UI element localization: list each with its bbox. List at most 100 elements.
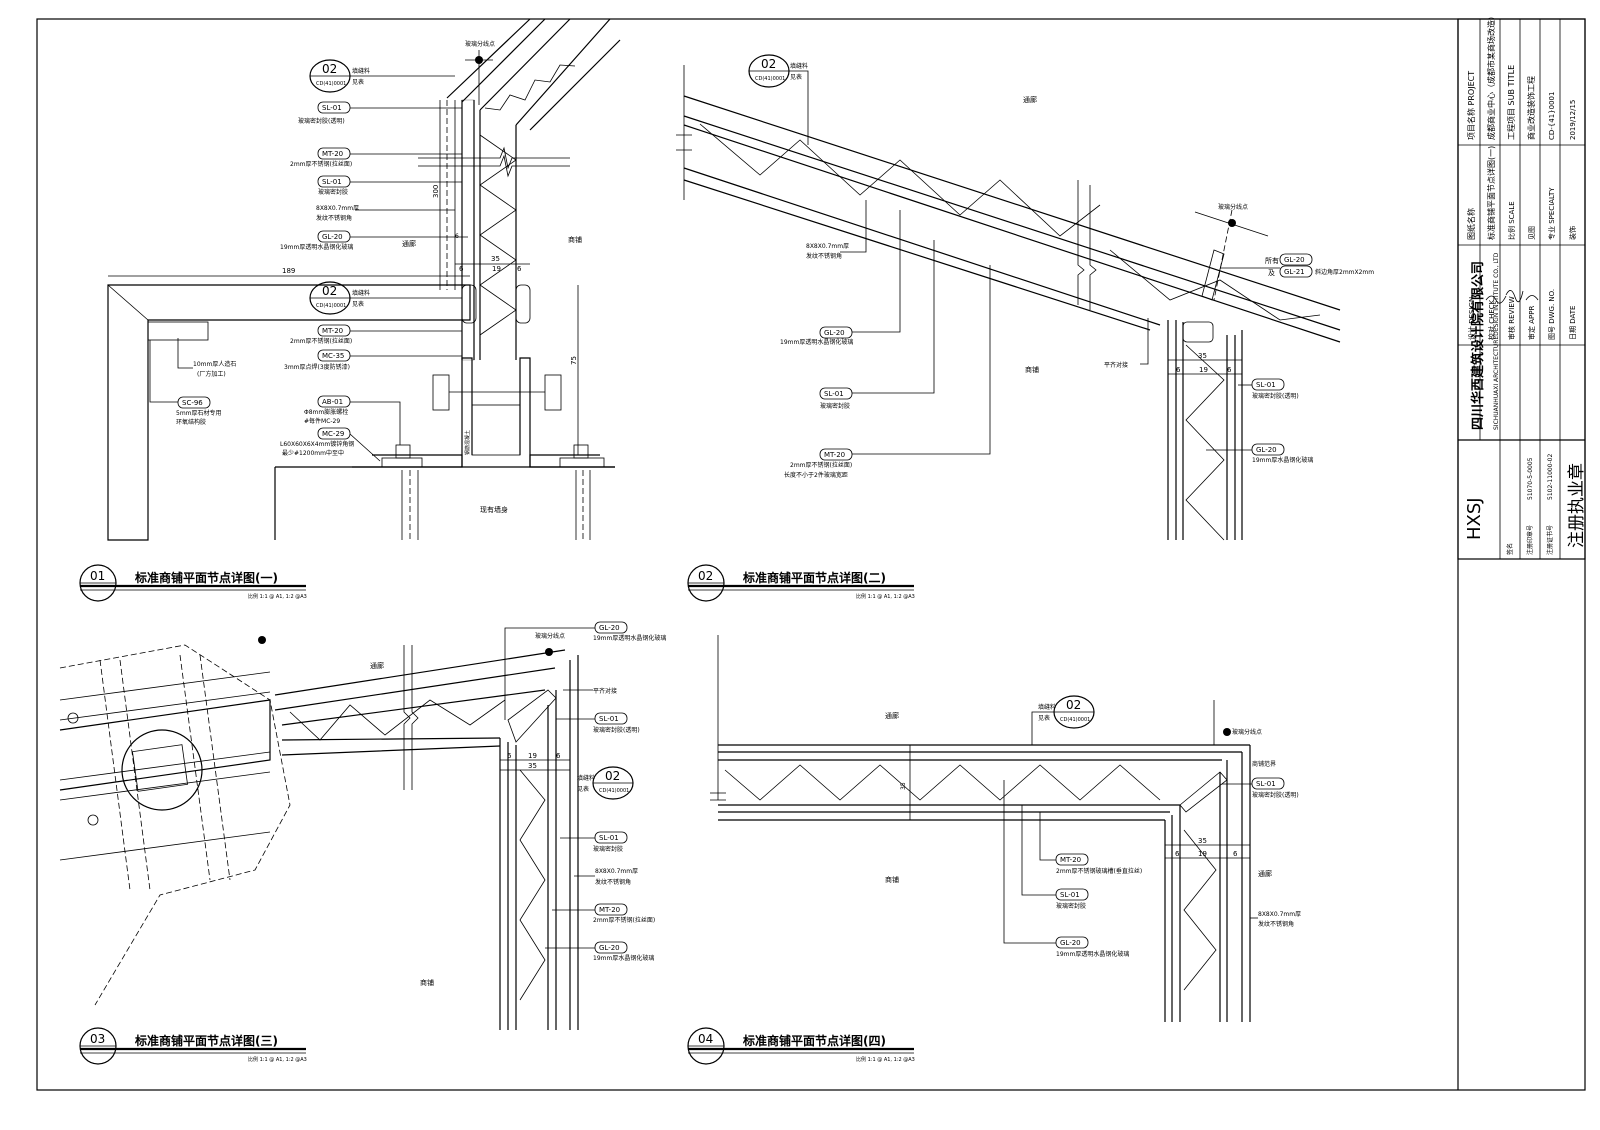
label-rebar: 钢筋混凝土 [464, 430, 471, 455]
svg-text:GL-20: GL-20 [599, 624, 620, 632]
detail-scale: 比例 1:1 @ A1, 1:2 @A3 [248, 593, 307, 600]
label-existing-wall: 现有墙身 [480, 505, 508, 514]
label-corridor: 通廊 [402, 239, 416, 248]
svg-text:2mm厚不锈钢玻璃槽(垂直拉丝): 2mm厚不锈钢玻璃槽(垂直拉丝) [1056, 867, 1142, 875]
detail-scale: 比例 1:1 @ A1, 1:2 @A3 [856, 593, 915, 600]
tb-scale-label: 比例 SCALE [1507, 201, 1516, 240]
svg-text:玻璃密封胶(透明): 玻璃密封胶(透明) [298, 117, 345, 125]
title-block: 项目名称 PROJECT 成都商业中心（成都市某商场改造） 工程项目 SUB T… [1457, 12, 1587, 560]
label-shop: 商铺 [568, 235, 582, 244]
svg-text:2mm厚不锈钢(拉丝面): 2mm厚不锈钢(拉丝面) [790, 461, 852, 469]
tag-note: 见表 [352, 300, 364, 308]
sheet-border [36, 18, 1586, 1091]
svg-text:环氧结构胶: 环氧结构胶 [176, 418, 206, 426]
svg-text:19mm厚透明水晶钢化玻璃: 19mm厚透明水晶钢化玻璃 [280, 243, 353, 251]
vertical-glass [499, 655, 579, 1030]
dim-35: 35 [900, 782, 907, 790]
sloped-glass [274, 649, 566, 756]
tag-number: 02 [322, 62, 337, 76]
label-shop: 商铺 [885, 875, 899, 884]
svg-text:玻璃密封胶(透明): 玻璃密封胶(透明) [1252, 392, 1299, 400]
dim-75: 75 [570, 356, 578, 365]
tb-reg-no-label: 注册印章号 [1526, 525, 1534, 555]
registration-stamp-title: 注册执业章 [1567, 463, 1587, 548]
svg-text:MT-20: MT-20 [599, 906, 620, 914]
dim-6: 6 [1175, 850, 1180, 858]
tb-row5: 图纸名称 [1466, 208, 1476, 240]
leader-gl20: GL-20 19mm厚透明水晶钢化玻璃 [504, 621, 666, 720]
svg-text:19mm厚透明水晶钢化玻璃: 19mm厚透明水晶钢化玻璃 [593, 634, 666, 642]
leader-mt20: MT-20 2mm厚不锈钢(拉丝面) [552, 903, 655, 924]
leader-mt20: MT-20 2mm厚不锈钢(拉丝面) [290, 147, 462, 168]
tb-specialty-value: 装饰 [1568, 226, 1577, 240]
svg-text:MT-20: MT-20 [824, 451, 845, 459]
svg-text:8X8X0.7mm厚: 8X8X0.7mm厚 [806, 243, 849, 250]
leader-flush-butt: 平齐对接 [1104, 318, 1149, 369]
svg-text:MC-35: MC-35 [322, 352, 344, 360]
svg-text:SL-01: SL-01 [1256, 381, 1276, 389]
leader-flush-butt: 平齐对接 [563, 687, 617, 695]
bolt-head [432, 374, 450, 411]
company-logo: HXSJ [1464, 497, 1485, 540]
svg-text:GL-21: GL-21 [1284, 268, 1305, 276]
leader-sl01-clear: SL-01 玻璃密封胶(透明) [556, 712, 640, 734]
tb-dwg-no: CD-{41}0001 [1548, 92, 1556, 140]
tag-sheet: CD(41)0001 [316, 81, 346, 87]
tag-note: 填缝料 [577, 774, 595, 782]
svg-text:GL-20: GL-20 [1284, 256, 1305, 264]
label-shop: 商铺 [1025, 365, 1039, 374]
leader-sl01b: SL-01 玻璃密封胶 [317, 175, 462, 196]
tb-date-label: 日期 DATE [1569, 306, 1577, 340]
svg-text:发纹不锈钢角: 发纹不锈钢角 [1258, 920, 1294, 928]
anchor-bolt [573, 444, 589, 459]
tb-check: 校对 CHECK [1487, 299, 1496, 340]
svg-text:平齐对接: 平齐对接 [1104, 361, 1128, 369]
detail-number: 02 [698, 569, 713, 583]
svg-text:玻璃密封胶: 玻璃密封胶 [318, 188, 348, 196]
detail-scale: 比例 1:1 @ A1, 1:2 @A3 [856, 1056, 915, 1063]
leader-gl20: GL-20 19mm厚透明水晶钢化玻璃 [1003, 780, 1129, 958]
detail-number: 03 [90, 1032, 105, 1046]
tag-number: 02 [761, 57, 776, 71]
artificial-stone [147, 321, 209, 341]
svg-text:19mm厚透明水晶钢化玻璃: 19mm厚透明水晶钢化玻璃 [780, 338, 853, 346]
detail-title-04: 04 标准商铺平面节点详图(四) 比例 1:1 @ A1, 1:2 @A3 [687, 1027, 915, 1065]
leader-sl01-clear: SL-01 玻璃密封胶(透明) [1222, 777, 1299, 799]
label-corridor: 通廊 [1023, 95, 1037, 104]
anchor-bolt [395, 444, 411, 459]
dim-19: 19 [1198, 850, 1207, 858]
leader-gl20: GL-20 19mm厚透明水晶钢化玻璃 [280, 230, 468, 251]
label-corridor: 通廊 [885, 711, 899, 720]
svg-text:SL-01: SL-01 [824, 390, 844, 398]
tag-note: 见表 [790, 73, 802, 81]
svg-text:19mm厚透明水晶钢化玻璃: 19mm厚透明水晶钢化玻璃 [1056, 950, 1129, 958]
tb-row1: 项目名称 PROJECT [1466, 71, 1476, 140]
company-name-en: SICHUANHUAXI ARCHITECTUREDESIGN INSTITUT… [1493, 252, 1500, 430]
leader-sl01: SL-01 玻璃密封胶 [819, 240, 935, 410]
leader-sl01-clear: SL-01 玻璃密封胶(透明) [1238, 378, 1299, 400]
svg-text:MT-20: MT-20 [322, 327, 343, 335]
stone-cladding [107, 284, 471, 541]
svg-text:商铺范界: 商铺范界 [1252, 760, 1276, 768]
dim-6: 6 [459, 265, 464, 273]
leader-sl01: SL-01 玻璃密封胶(透明) [298, 101, 462, 125]
detail-title: 标准商铺平面节点详图(三) [134, 1033, 278, 1048]
tag-note: 见表 [1038, 714, 1050, 722]
svg-text:SC-96: SC-96 [182, 399, 203, 407]
dim-19: 19 [1199, 366, 1208, 374]
dim-6: 6 [507, 752, 512, 760]
dim-6b: 6 [1233, 850, 1238, 858]
tb-cert-label: 注册证书号 [1546, 525, 1554, 555]
tag-number: 02 [322, 284, 337, 298]
dim-35: 35 [491, 255, 500, 263]
leader-mt20: MT-20 2mm厚不锈钢(拉丝面) 长度不小于2件玻璃宽距 [784, 265, 991, 479]
detail-title-02: 02 标准商铺平面节点详图(二) 比例 1:1 @ A1, 1:2 @A3 [687, 564, 915, 602]
leader-mt20b: MT-20 2mm厚不锈钢(拉丝面) [290, 324, 462, 345]
svg-text:8X8X0.7mm厚: 8X8X0.7mm厚 [595, 868, 638, 875]
svg-text:GL-20: GL-20 [824, 329, 845, 337]
horizontal-glass [718, 744, 1250, 821]
tb-review: 审核 REVIEW [1507, 296, 1516, 340]
leader-sc96: SC-96 5mm厚石材专用 环氧结构胶 [149, 340, 222, 426]
tb-design: 设计 DESIGN [1467, 297, 1476, 340]
svg-text:MT-20: MT-20 [1060, 856, 1081, 864]
